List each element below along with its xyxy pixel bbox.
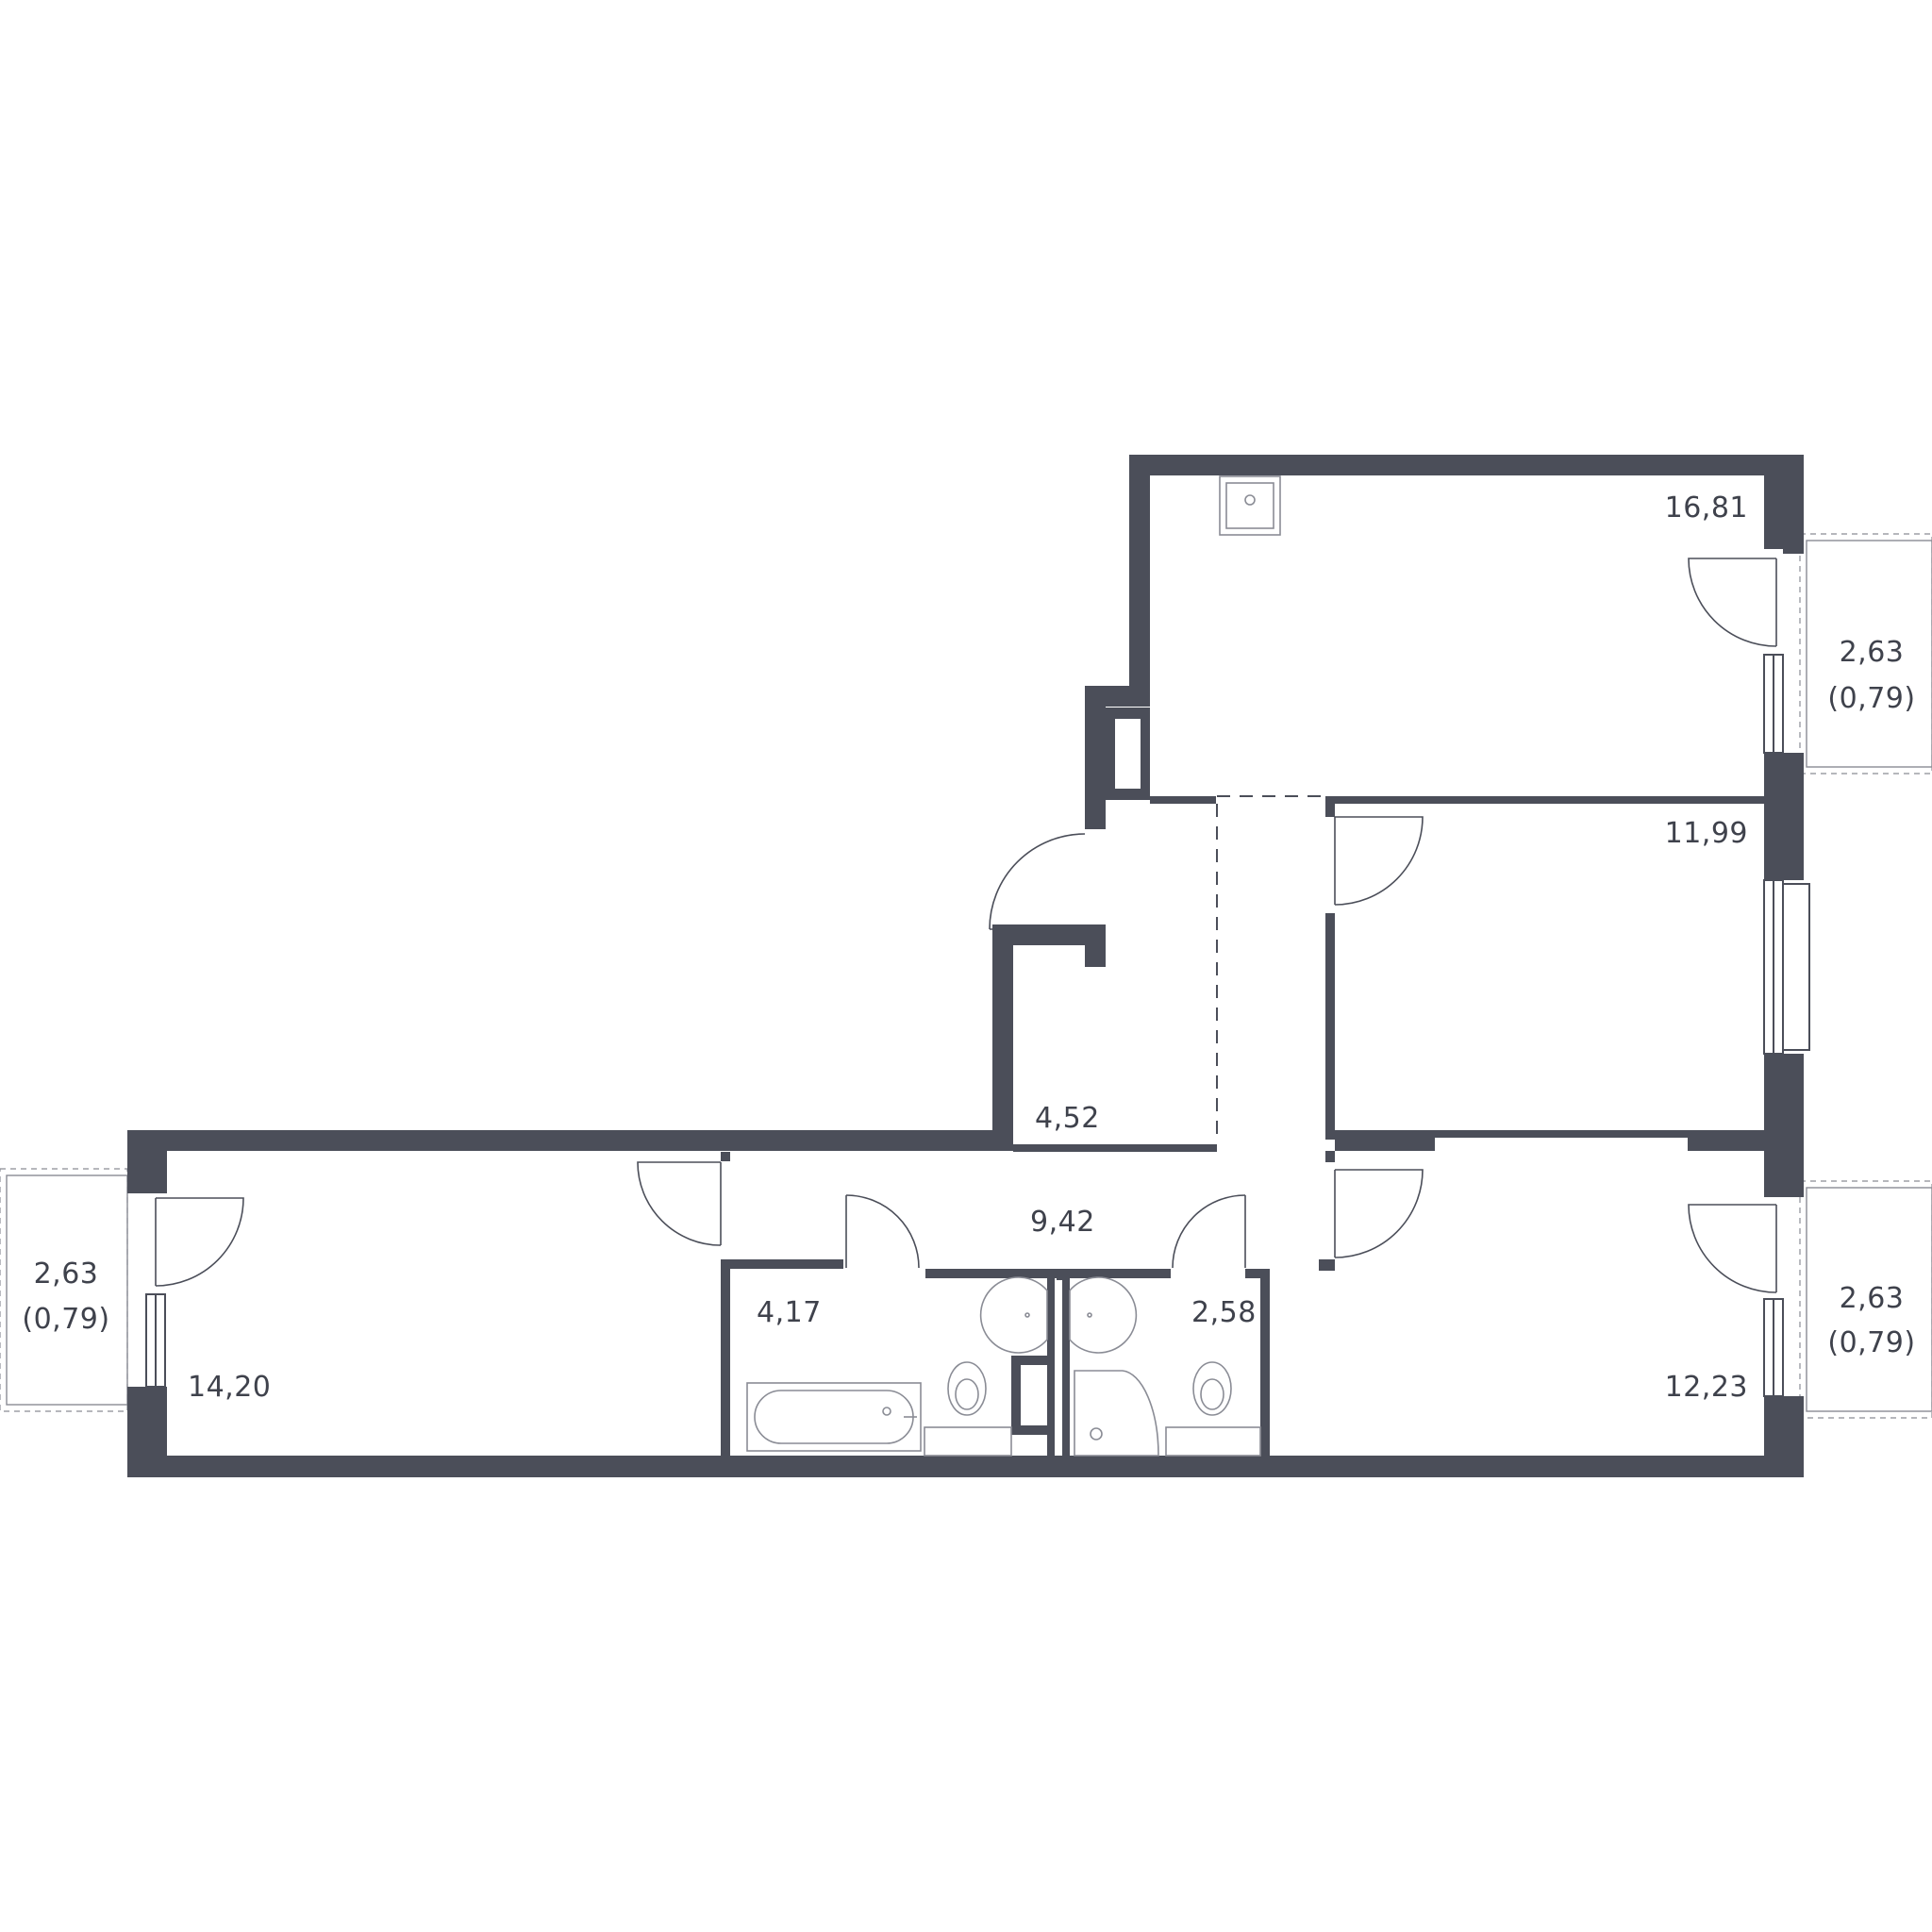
balcony-bottom-right-area: 2,63 xyxy=(1840,1282,1905,1315)
balcony-top-right-reduced: (0,79) xyxy=(1827,682,1915,715)
balcony-bottom-right-reduced: (0,79) xyxy=(1827,1326,1915,1359)
doors xyxy=(155,558,1777,1293)
room-area-wc: 2,58 xyxy=(1191,1296,1257,1329)
balcony-top-right-area: 2,63 xyxy=(1840,636,1905,669)
room-area-living-left: 14,20 xyxy=(188,1371,271,1404)
washbasin-icon-wc xyxy=(1069,1276,1138,1354)
toilet-icon-wc xyxy=(1165,1361,1261,1457)
balcony-top-right xyxy=(1799,533,1932,774)
room-area-kitchen: 16,81 xyxy=(1665,491,1748,525)
shower-icon xyxy=(1074,1370,1159,1457)
room-area-corridor: 9,42 xyxy=(1030,1206,1095,1239)
room-area-bedroom-right: 12,23 xyxy=(1665,1371,1748,1404)
sink-icon xyxy=(1219,475,1281,536)
bathtub-icon xyxy=(746,1382,922,1452)
washbasin-icon xyxy=(979,1276,1048,1354)
balcony-left-area: 2,63 xyxy=(34,1257,99,1291)
windows xyxy=(145,654,1810,1397)
room-area-bathroom: 4,17 xyxy=(757,1296,822,1329)
room-area-bedroom-mid: 11,99 xyxy=(1665,817,1748,850)
balcony-left xyxy=(0,1168,128,1412)
walls xyxy=(127,455,1804,1477)
balcony-left-reduced: (0,79) xyxy=(22,1303,109,1336)
room-area-hall: 4,52 xyxy=(1035,1102,1100,1135)
balcony-bottom-right xyxy=(1799,1180,1932,1419)
toilet-icon xyxy=(924,1361,1012,1457)
